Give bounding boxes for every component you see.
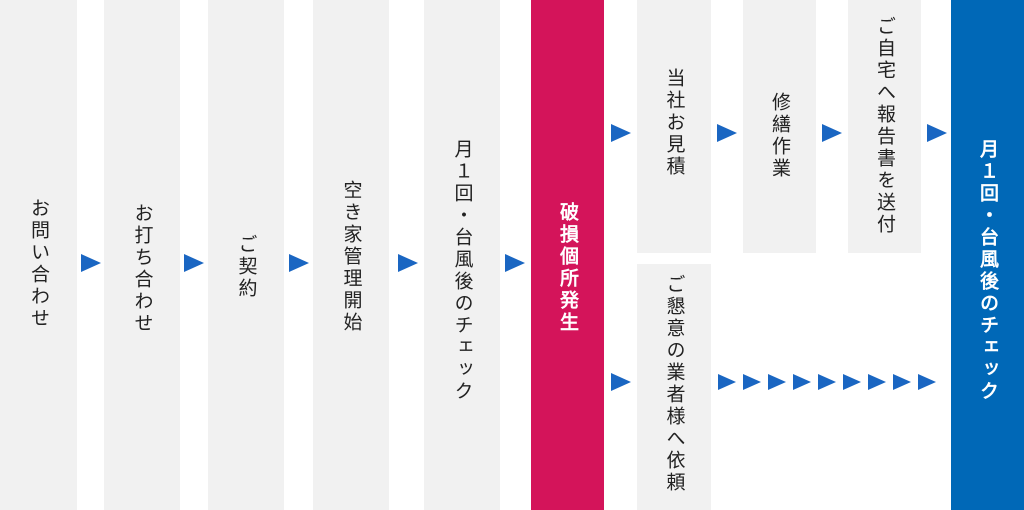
arrow-right-icon (818, 374, 836, 390)
arrow-right-icon (718, 374, 736, 390)
step-management-start-label: 空き家管理開始 (340, 180, 363, 334)
arrow-right-icon (398, 254, 418, 272)
step-final-check: 月１回・台風後のチェック (951, 0, 1024, 510)
arrow-right-icon (81, 254, 101, 272)
step-final-check-label: 月１回・台風後のチェック (977, 139, 999, 403)
step-contract: ご契約 (208, 0, 284, 510)
arrow-right-icon (184, 254, 204, 272)
arrow-right-icon (717, 124, 737, 142)
arrow-right-icon (611, 124, 631, 142)
step-report-label: ご自宅へ報告書を送付 (874, 16, 896, 236)
step-meeting-label: お打ち合わせ (131, 203, 154, 335)
step-contract-label: ご契約 (235, 234, 258, 300)
step-inquiry-label: お問い合わせ (28, 198, 50, 330)
arrow-chain (718, 374, 942, 390)
arrow-right-icon (611, 373, 631, 391)
step-vendor-request: ご懇意の業者様へ依頼 (637, 264, 711, 510)
arrow-right-icon (289, 254, 309, 272)
arrow-right-icon (843, 374, 861, 390)
step-vendor-request-label: ご懇意の業者様へ依頼 (663, 274, 686, 494)
step-inquiry: お問い合わせ (0, 0, 77, 510)
step-management-start: 空き家管理開始 (313, 0, 389, 510)
step-repair-label: 修繕作業 (769, 92, 791, 180)
arrow-right-icon (505, 254, 525, 272)
step-estimate: 当社お見積 (637, 0, 711, 253)
arrow-right-icon (743, 374, 761, 390)
step-repair: 修繕作業 (743, 0, 816, 253)
step-meeting: お打ち合わせ (104, 0, 180, 510)
arrow-right-icon (927, 124, 947, 142)
arrow-right-icon (822, 124, 842, 142)
step-monthly-check: 月１回・台風後のチェック (424, 0, 500, 510)
step-damage: 破損個所発生 (531, 0, 604, 510)
step-damage-label: 破損個所発生 (557, 202, 579, 334)
arrow-right-icon (893, 374, 911, 390)
step-estimate-label: 当社お見積 (663, 68, 686, 178)
arrow-right-icon (868, 374, 886, 390)
step-monthly-check-label: 月１回・台風後のチェック (451, 139, 474, 403)
arrow-right-icon (768, 374, 786, 390)
step-report: ご自宅へ報告書を送付 (848, 0, 921, 253)
arrow-right-icon (918, 374, 936, 390)
arrow-right-icon (793, 374, 811, 390)
